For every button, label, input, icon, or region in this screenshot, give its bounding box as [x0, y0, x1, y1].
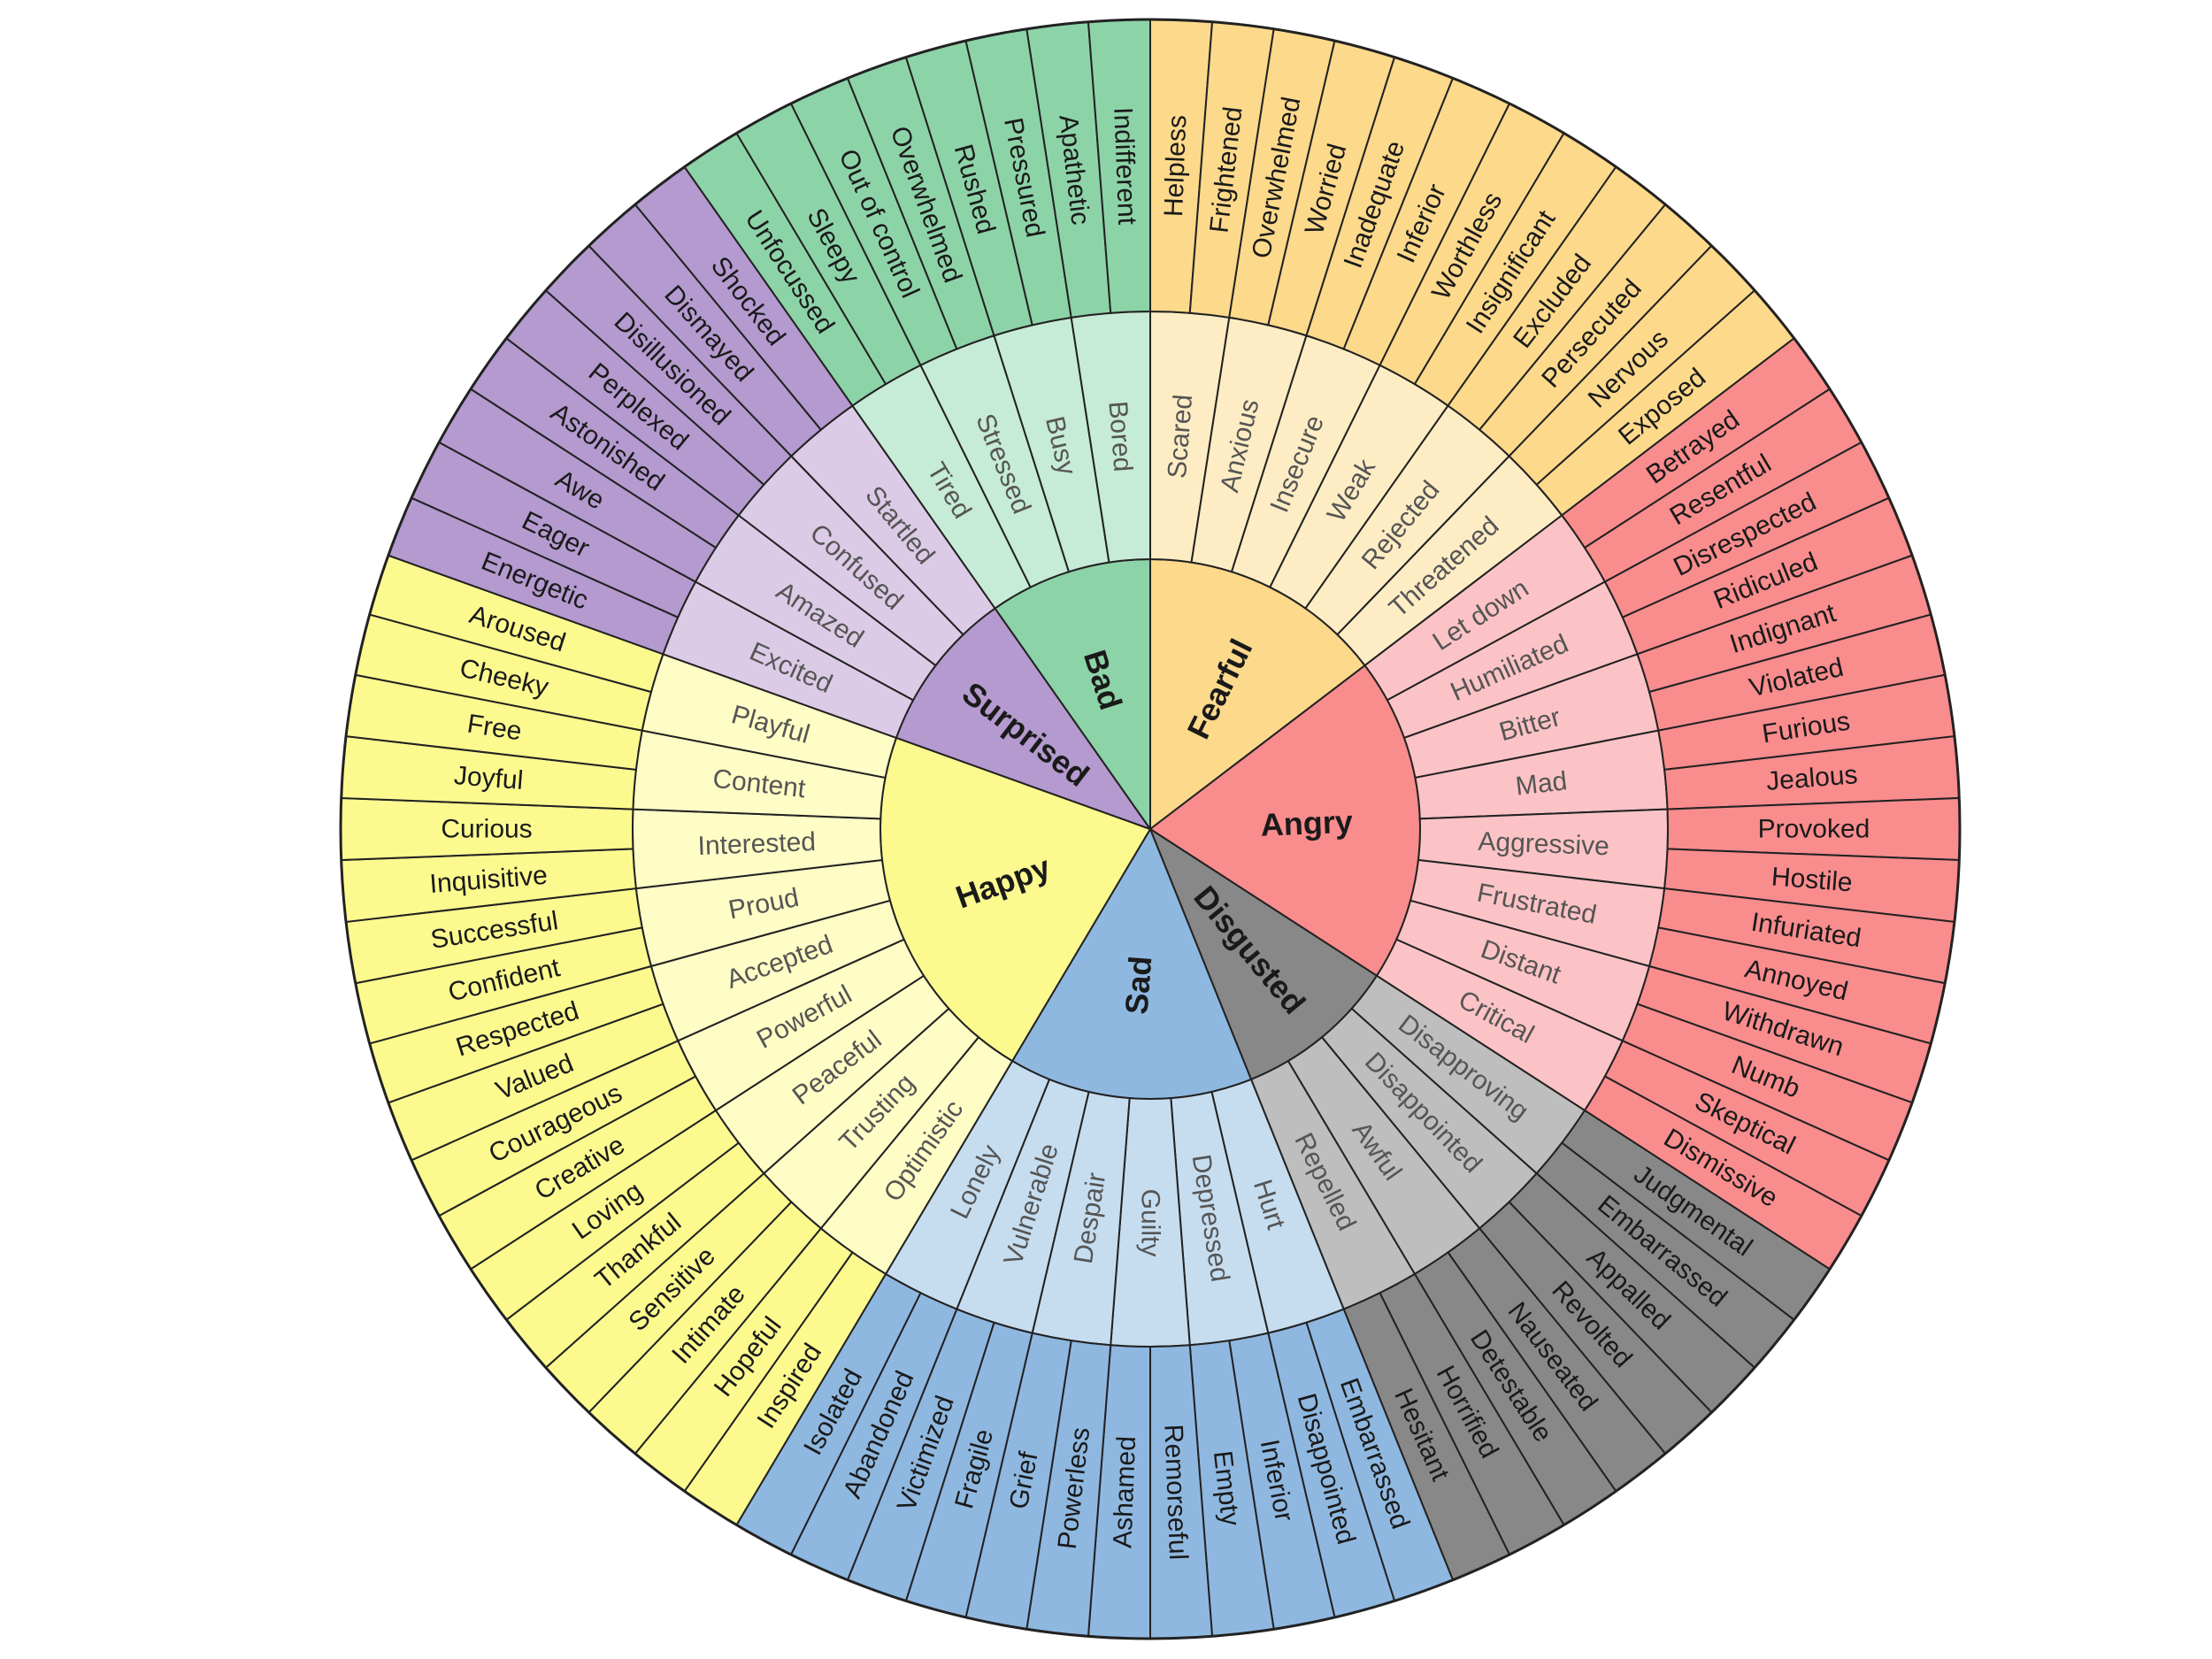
outer-label-hostile: Hostile	[1770, 862, 1854, 897]
outer-label-joyful: Joyful	[453, 761, 525, 795]
middle-label-mad: Mad	[1514, 766, 1569, 801]
wheel-rim	[339, 18, 1962, 1640]
core-label-sad: Sad	[1118, 955, 1158, 1016]
wheel-sectors	[339, 18, 1962, 1640]
middle-label-interested: Interested	[697, 827, 817, 861]
outer-label-provoked: Provoked	[1758, 815, 1870, 844]
outer-label-jealous: Jealous	[1765, 760, 1859, 796]
outer-label-helpless: Helpless	[1159, 114, 1192, 217]
middle-label-scared: Scared	[1163, 394, 1198, 480]
middle-label-bored: Bored	[1102, 400, 1137, 472]
middle-label-guilty: Guilty	[1136, 1189, 1165, 1257]
outer-label-remorseful: Remorseful	[1158, 1424, 1193, 1561]
middle-label-aggressive: Aggressive	[1478, 827, 1610, 862]
outer-label-curious: Curious	[441, 815, 532, 844]
core-label-angry: Angry	[1260, 803, 1354, 843]
outer-label-ashamed: Ashamed	[1108, 1435, 1141, 1548]
outer-label-indifferent: Indifferent	[1108, 107, 1141, 227]
